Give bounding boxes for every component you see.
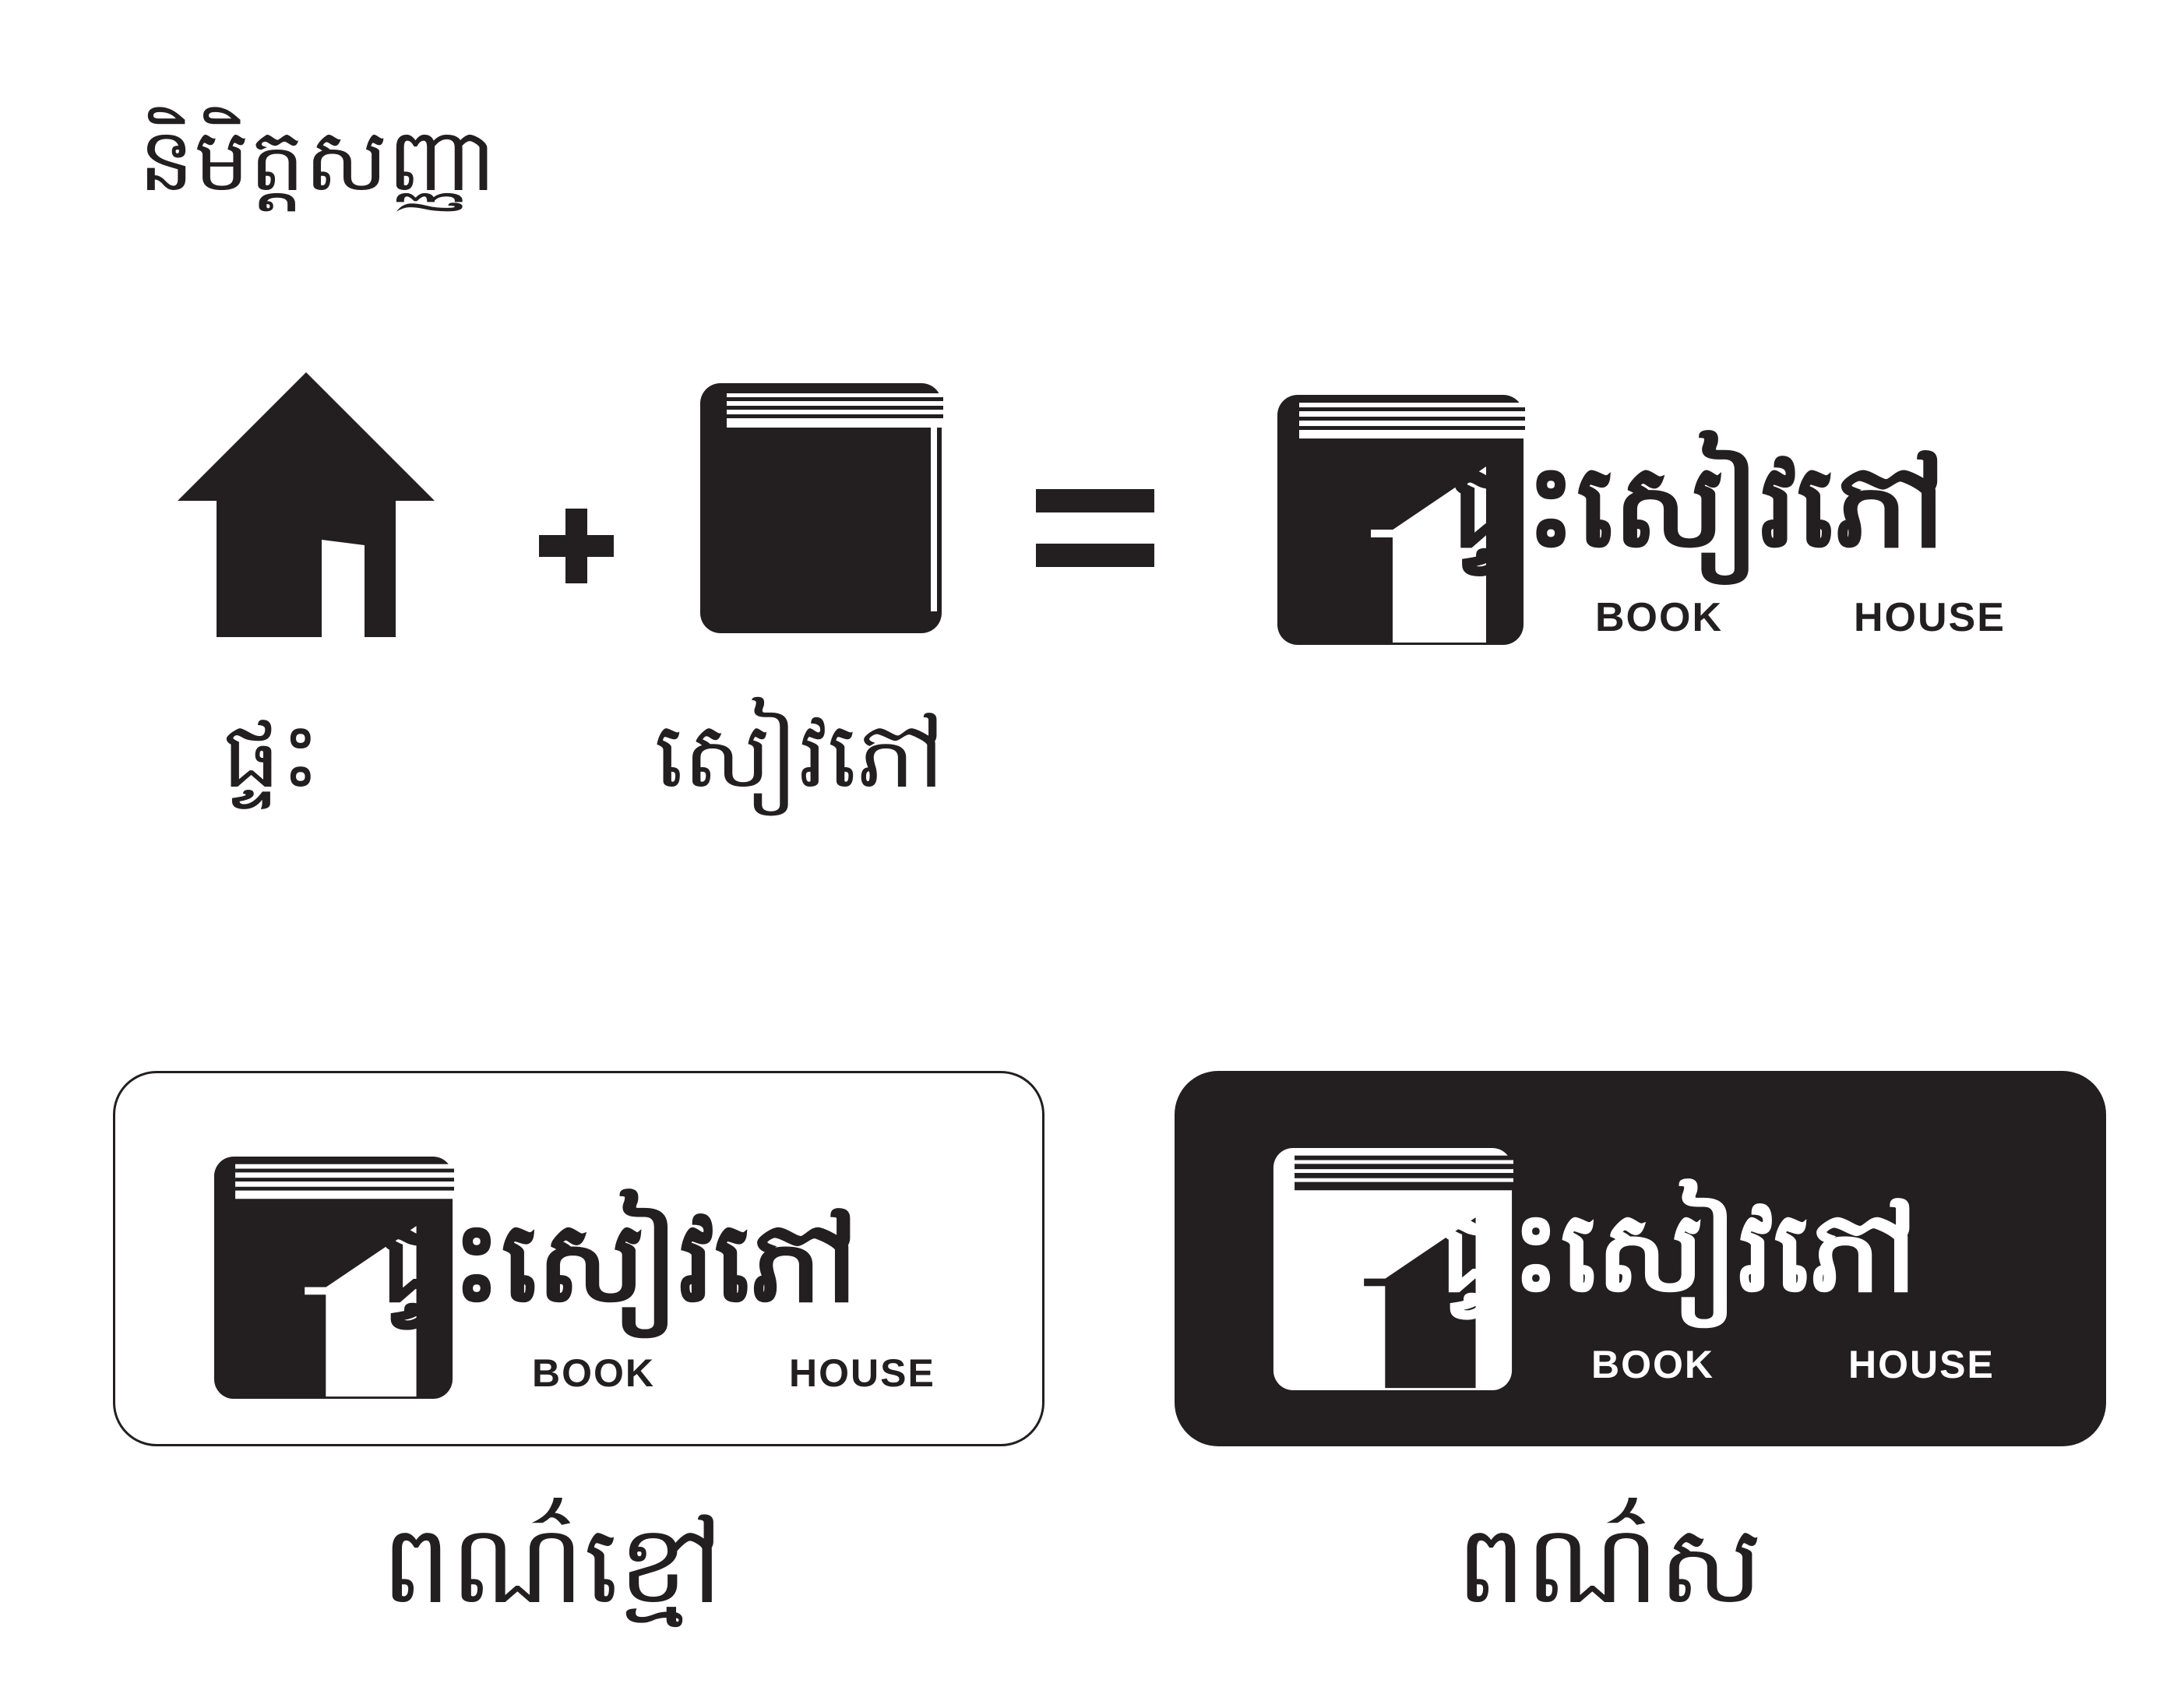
book-icon: [699, 382, 945, 635]
house-label: ផ្ទះ: [222, 701, 321, 808]
logo-book-mark: [1272, 1143, 1513, 1396]
caption-black: ពណ៌ខ្មៅ: [382, 1502, 723, 1629]
logo-khmer-name: ផ្ទះសៀវភៅ: [1451, 438, 1946, 574]
logo-book-mark: [213, 1151, 454, 1404]
logo-english-house: HOUSE: [1848, 1343, 1995, 1386]
logo-english-book: BOOK: [1591, 1343, 1714, 1386]
house-icon: [178, 372, 435, 637]
logo-variant-white: ផ្ទះសៀវភៅ BOOK HOUSE: [1175, 1071, 2106, 1446]
logo-variant-black: ផ្ទះសៀវភៅ BOOK HOUSE: [113, 1071, 1044, 1446]
logo-english-house: HOUSE: [789, 1351, 935, 1395]
logo-book-mark: [1276, 393, 1525, 646]
logo-main: ផ្ទះសៀវភៅ BOOK HOUSE: [1276, 393, 2016, 654]
logo-khmer-name: ផ្ទះសៀវភៅ: [1439, 1186, 1918, 1318]
plus-icon: [539, 509, 614, 583]
book-label: សៀវភៅ: [654, 701, 945, 808]
caption-white: ពណ៌ស: [1457, 1502, 1763, 1629]
equals-icon: [1036, 489, 1154, 567]
logo-english-house: HOUSE: [1854, 595, 2006, 640]
logo-khmer-name: ផ្ទះសៀវភៅ: [380, 1196, 858, 1328]
logo-english-book: BOOK: [532, 1351, 655, 1395]
page-title: និមិត្តសញ្ញា: [139, 110, 497, 211]
logo-english-book: BOOK: [1595, 595, 1723, 640]
